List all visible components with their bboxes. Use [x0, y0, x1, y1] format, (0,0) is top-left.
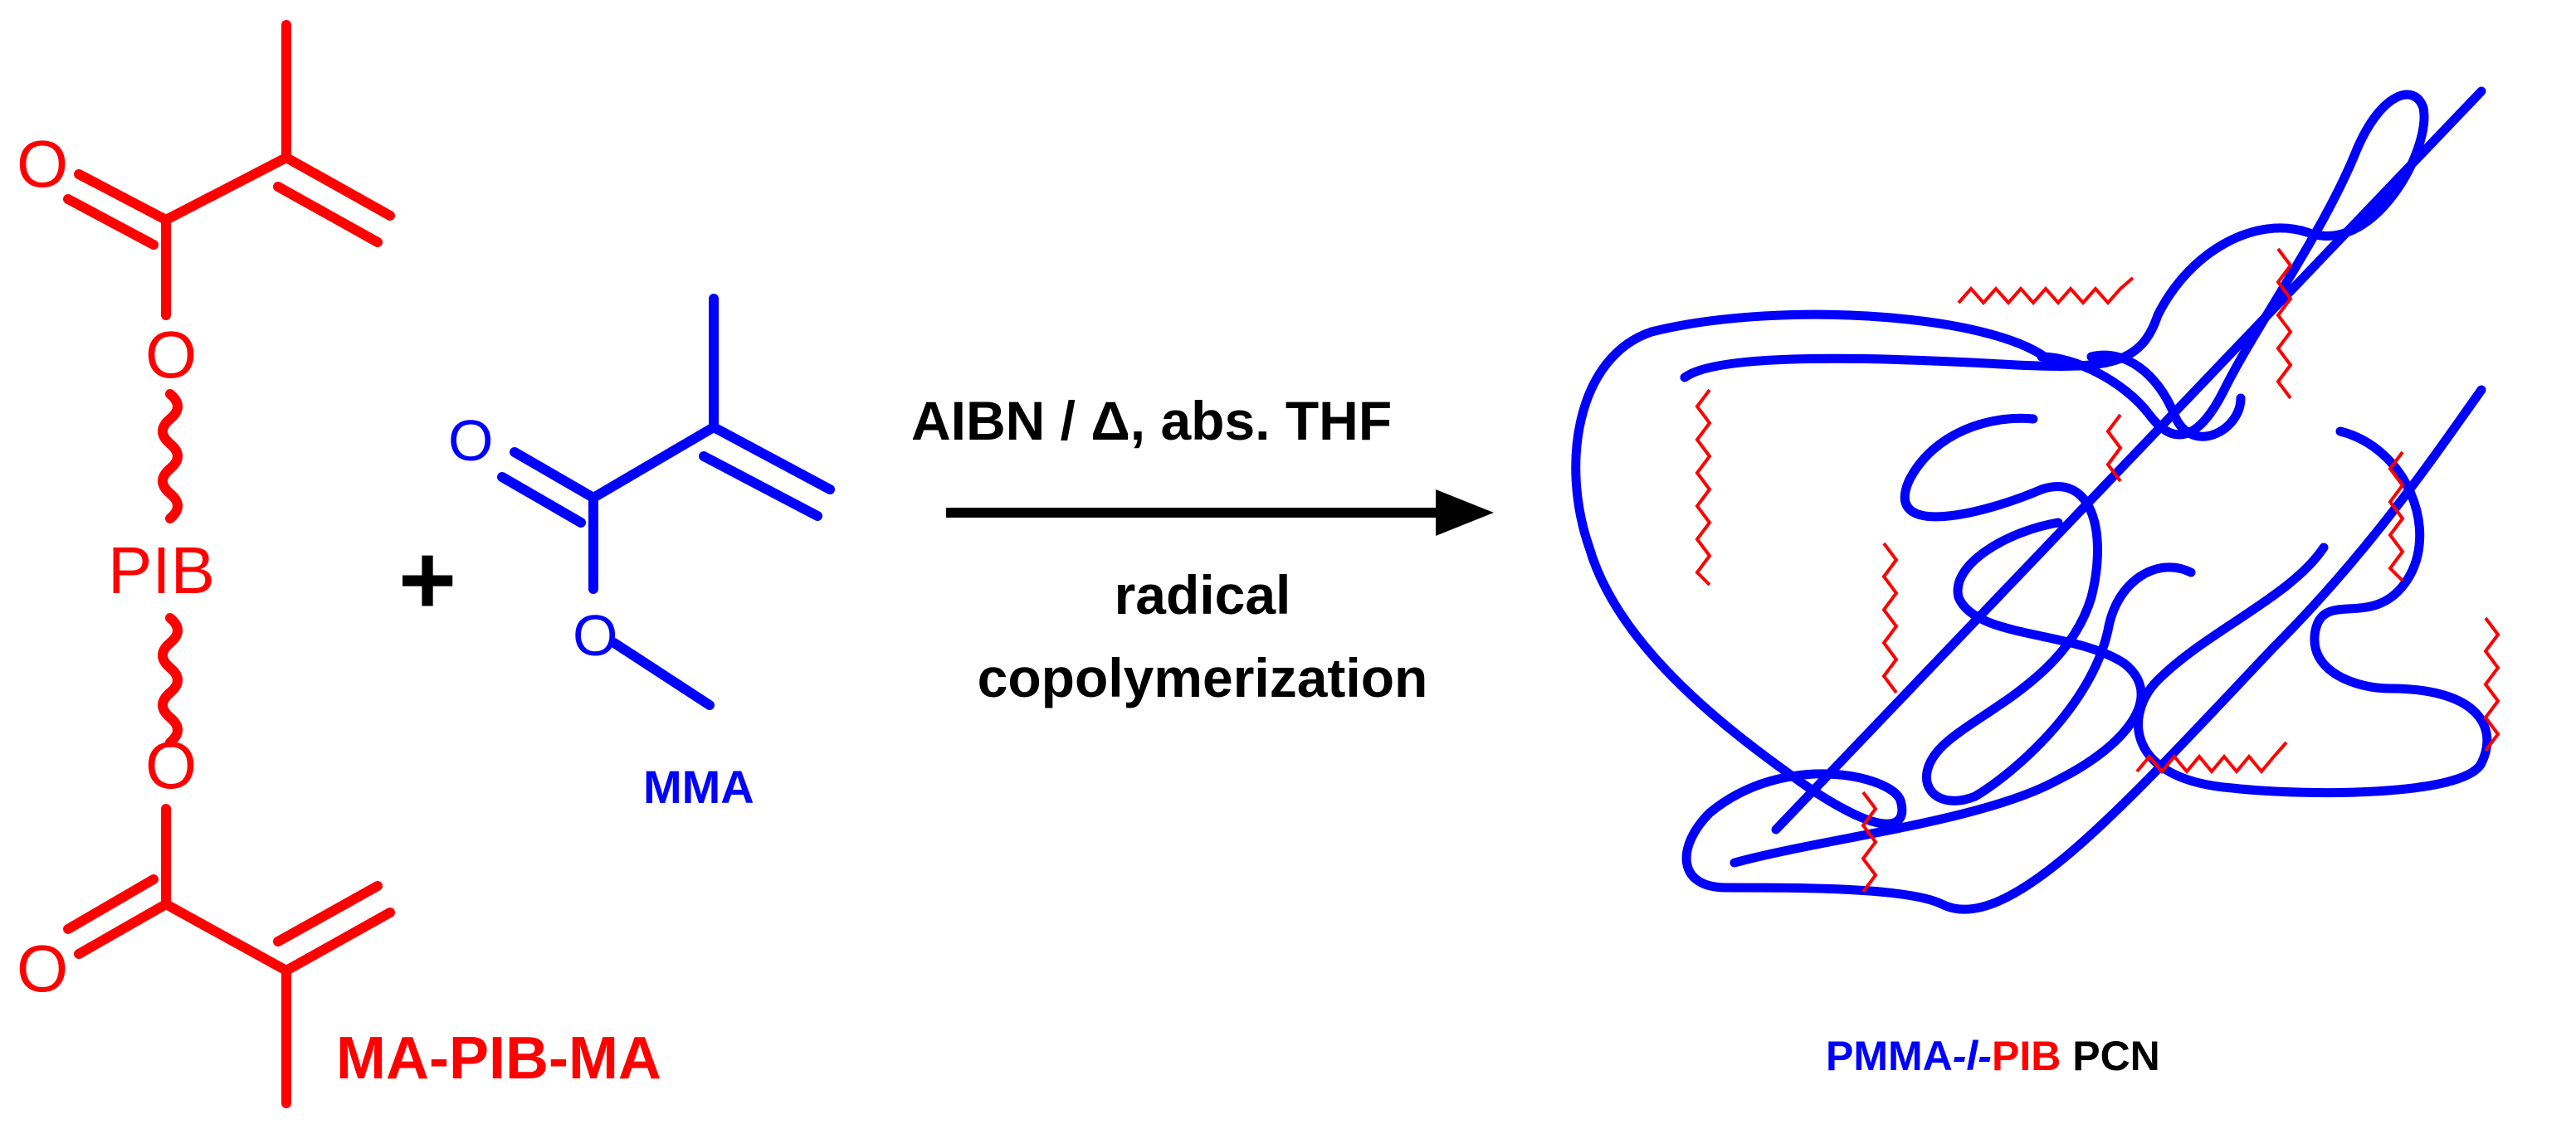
- bond-top-carbonyl-2: [63, 194, 159, 250]
- bond-top-vinyl-1: [281, 153, 395, 221]
- network-illustration: [1571, 86, 2500, 914]
- product-name-pmma: PMMA: [1826, 1033, 1953, 1079]
- polymer-chain-main: [1571, 309, 2486, 914]
- product-name: PMMA-l-PIB PCN: [1826, 1033, 2160, 1079]
- polymer-chain-upper: [1680, 90, 2429, 440]
- plus-sign: +: [398, 524, 456, 635]
- crosslink-6: [2388, 450, 2405, 582]
- bond-bottom-vinyl-1: [281, 908, 395, 976]
- crosslinker-structure: O O PIB O O MA-PIB-MA: [17, 20, 661, 1108]
- bottom-ester-oxygen: O: [145, 728, 197, 802]
- crosslink-7: [2483, 616, 2500, 752]
- mma-bond-methoxy: [609, 638, 715, 710]
- polymer-chain-center: [1900, 413, 2196, 805]
- bond-bottom-carbonyl-2: [63, 874, 159, 934]
- conditions-above: AIBN / Δ, abs. THF: [911, 390, 1392, 451]
- product-name-pib: PIB: [1992, 1033, 2061, 1079]
- mma-bond-vinyl-1: [709, 422, 835, 494]
- bottom-carbonyl-oxygen: O: [17, 932, 68, 1005]
- crosslink-1: [1957, 276, 2134, 306]
- bond-bottom-alpha: [161, 899, 291, 976]
- top-ester-oxygen: O: [145, 318, 197, 392]
- mma-bond-vinyl-2: [699, 451, 822, 521]
- polymer-chain-lower: [1730, 518, 2146, 868]
- crosslink-9: [1861, 791, 1878, 893]
- wavy-bond-bottom: [158, 613, 183, 747]
- mma-bond-alpha: [588, 422, 719, 503]
- bond-bottom-carbonyl-1: [74, 899, 171, 959]
- mma-ester-oxygen: O: [573, 603, 617, 668]
- mma-structure: O O MMA: [448, 294, 835, 813]
- product-name-pcn: PCN: [2061, 1033, 2159, 1079]
- bond-bottom-vinyl-2: [273, 881, 383, 947]
- crosslink-2: [2276, 247, 2293, 400]
- crosslink-8: [2135, 741, 2288, 775]
- bond-top-vinyl-2: [273, 182, 383, 247]
- reaction-arrow-head: [1436, 489, 1494, 536]
- conditions-below-line1: radical: [1115, 564, 1291, 625]
- conditions-below-line2: copolymerization: [978, 647, 1428, 708]
- crosslinker-name: MA-PIB-MA: [336, 1025, 661, 1092]
- product-name-link: -l-: [1953, 1033, 1992, 1079]
- polymer-chain-right: [2134, 426, 2492, 798]
- crosslink-5: [1881, 542, 1899, 694]
- mma-carbonyl-oxygen: O: [448, 408, 493, 473]
- bond-top-alpha: [161, 153, 291, 225]
- reaction-arrow-group: AIBN / Δ, abs. THF radical copolymerizat…: [911, 390, 1494, 708]
- bond-top-carbonyl-1: [74, 169, 171, 225]
- wavy-bond-top: [158, 389, 183, 523]
- crosslink-3: [1695, 388, 1712, 586]
- crosslink-4: [2105, 413, 2123, 483]
- mma-bond-carbonyl-2: [497, 472, 586, 528]
- polymer-chain-loop-small: [2086, 350, 2246, 441]
- polymer-chain-diagonal: [1771, 86, 2486, 835]
- mma-bond-carbonyl-1: [510, 447, 598, 503]
- top-carbonyl-oxygen: O: [17, 127, 68, 201]
- pib-label: PIB: [108, 533, 215, 607]
- mma-name: MMA: [643, 761, 754, 813]
